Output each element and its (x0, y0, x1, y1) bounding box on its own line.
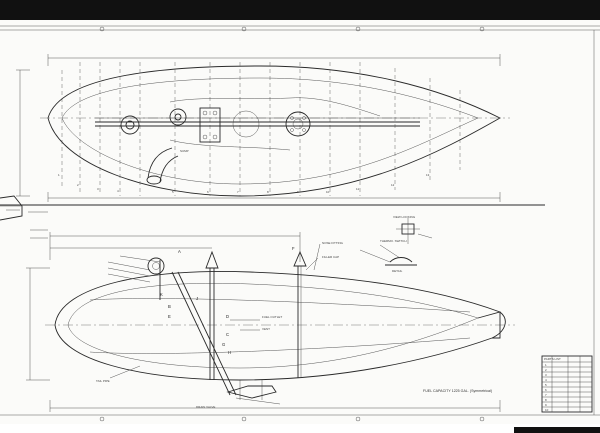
nose-fitting-note: NOSE FITTING (322, 241, 344, 245)
side-dimensions (26, 232, 501, 412)
svg-text:6: 6 (207, 190, 209, 194)
side-bracket (226, 385, 281, 405)
top-station-numbers: 1 2 3 4 5 6 7 8 9 10 11 12 13 (58, 173, 430, 194)
scan-corner-mark (514, 427, 600, 433)
marker-a: A (178, 249, 181, 254)
side-leaders (109, 243, 321, 379)
scan-top-border (0, 0, 600, 20)
svg-text:3: 3 (97, 187, 99, 191)
svg-text:4: 4 (117, 189, 119, 193)
section-markers: A B C D E F (168, 246, 295, 337)
parts-list-rows: 1 2 3 4 5 6 7 8 9 10 (545, 363, 549, 412)
svg-text:2: 2 (77, 183, 79, 187)
parts-row: 6 (545, 388, 547, 392)
top-fittings (120, 97, 381, 185)
tail-pipe-note: TAIL PIPE (96, 379, 110, 383)
parts-row: 7 (545, 393, 547, 397)
section-view-label: VIEW LOOKING (393, 215, 416, 219)
svg-text:1: 1 (58, 173, 60, 177)
vent-note: VENT (262, 327, 270, 331)
svg-text:7: 7 (237, 190, 239, 194)
svg-text:10: 10 (326, 190, 330, 194)
capacity-note: FUEL CAPACITY 1225 GAL. (Symmetrical) (423, 389, 492, 393)
parts-row: 4 (545, 378, 547, 382)
zone-markers (99, 26, 485, 422)
fuel-outlet-note: FUEL OUTLET (262, 315, 282, 319)
marker-g: G (222, 342, 225, 347)
marker-j: J (196, 296, 198, 301)
marker-h: H (228, 350, 231, 355)
marker-b: B (168, 304, 171, 309)
side-tank-outline (54, 271, 506, 381)
left-partial-detail (0, 195, 48, 239)
svg-text:12: 12 (391, 183, 395, 187)
thermo-label: THERMO. SWITCH (380, 239, 407, 243)
svg-text:5: 5 (172, 190, 174, 194)
side-view-tank: A B C D E F (26, 232, 515, 412)
title-block (541, 355, 593, 413)
sump-note: SUMP (180, 149, 189, 153)
parts-row: 5 (545, 383, 547, 387)
svg-text:9: 9 (297, 190, 299, 194)
detail-filler-cap (359, 218, 433, 266)
svg-text:13: 13 (426, 173, 430, 177)
parts-list-header: PARTS LIST (544, 357, 561, 361)
marker-e: E (168, 314, 171, 319)
svg-text:11: 11 (356, 187, 359, 191)
parts-row: 1 (545, 363, 547, 367)
parts-row: 2 (545, 368, 547, 372)
drain-note: DRAIN VALVE (196, 405, 215, 409)
parts-row: 8 (545, 398, 547, 402)
marker-k: K (160, 292, 163, 297)
svg-text:8: 8 (267, 190, 269, 194)
parts-row: 9 (545, 403, 547, 407)
sheet-border (0, 25, 600, 422)
parts-row: 10 (545, 408, 549, 412)
side-vertical-members (159, 260, 302, 400)
marker-d: D (226, 314, 229, 319)
top-station-lines (61, 62, 461, 196)
detail-label: DETAIL (392, 269, 403, 273)
scan-bottom-border (0, 424, 600, 433)
marker-f: F (292, 246, 295, 251)
parts-row: 3 (545, 373, 547, 377)
top-dimension-chain (16, 54, 501, 202)
marker-c: C (226, 332, 229, 337)
filler-cap-note: FILLER CAP (322, 255, 339, 259)
side-cones (147, 250, 307, 275)
